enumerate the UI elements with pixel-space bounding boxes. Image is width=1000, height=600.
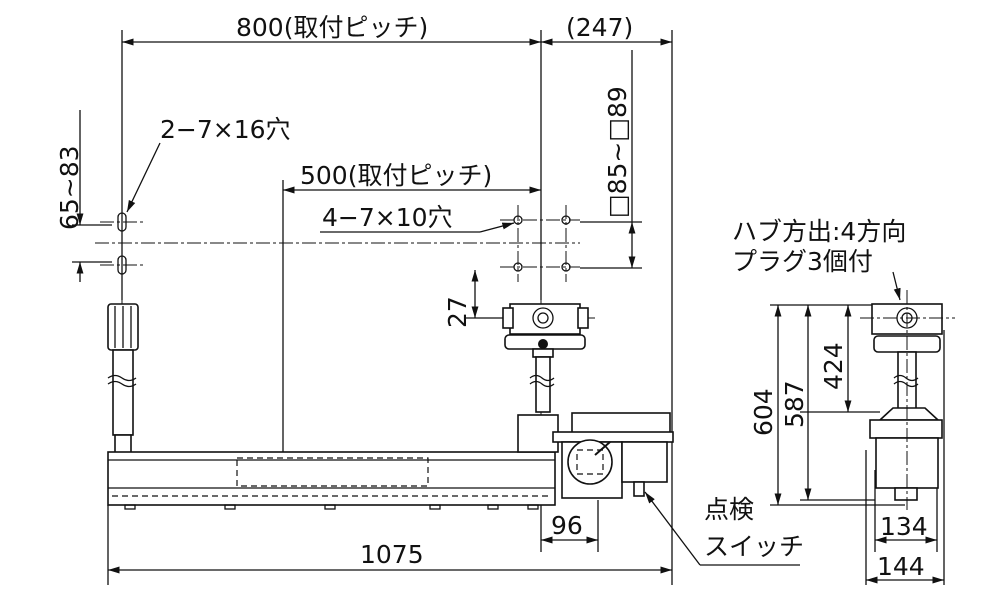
dim-134-label: 134 xyxy=(880,512,928,541)
dim-247-label: (247) xyxy=(566,13,633,42)
dim-65-83-label: 65~83 xyxy=(55,145,84,230)
dim-604-label: 604 xyxy=(749,388,778,436)
side-view xyxy=(770,290,955,585)
inspection-switch-label-1: 点検 xyxy=(704,495,754,524)
hole-2-7x16-label: 2−7×16穴 xyxy=(160,115,291,144)
fixture-body xyxy=(107,451,556,510)
dim-96-label: 96 xyxy=(551,511,583,540)
dim-27-label: 27 xyxy=(443,296,472,328)
hub-note-label-2: プラグ3個付 xyxy=(732,247,873,276)
dim-500-label: 500(取付ピッチ) xyxy=(300,161,492,190)
dim-800-label: 800(取付ピッチ) xyxy=(236,13,428,42)
dim-587-label: 587 xyxy=(780,380,809,428)
leader-lines xyxy=(126,142,901,566)
mounting-holes xyxy=(117,212,571,275)
dim-square-85-89-label: □85~□89 xyxy=(603,86,632,218)
ballast-box xyxy=(552,412,674,499)
dim-424-label: 424 xyxy=(819,342,848,390)
dim-1075-label: 1075 xyxy=(360,540,424,569)
dim-144-label: 144 xyxy=(877,552,925,581)
left-arm xyxy=(107,303,139,454)
hub-note-label-1: ハブ方出:4方向 xyxy=(732,217,906,246)
inspection-switch-label-2: スイッチ xyxy=(704,532,804,561)
hole-4-7x10-label: 4−7×10穴 xyxy=(322,203,453,232)
dimension-lines xyxy=(76,38,672,574)
